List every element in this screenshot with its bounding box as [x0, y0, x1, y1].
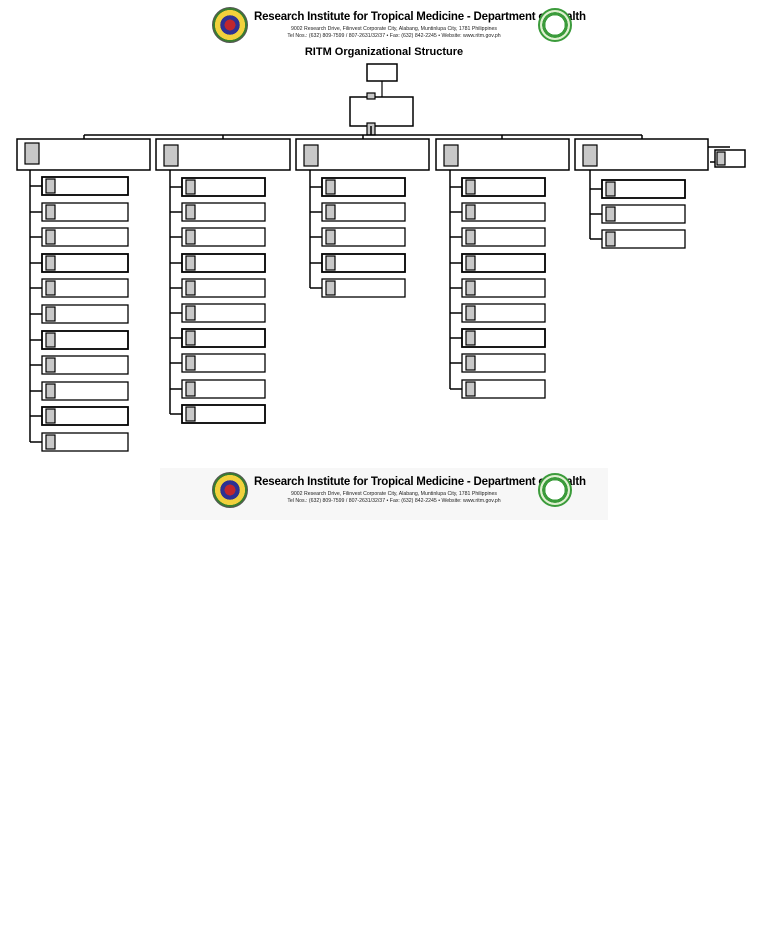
doh-seal-icon — [212, 7, 248, 43]
letterhead-top: Research Institute for Tropical Medicine… — [160, 3, 608, 55]
unit-box — [601, 179, 686, 199]
unit-box — [461, 202, 546, 222]
letterhead-address: 9002 Research Drive, Filinvest Corporate… — [291, 26, 497, 32]
unit-box — [41, 432, 129, 452]
unit-chip — [465, 305, 476, 321]
unit-chip — [605, 181, 616, 197]
unit-box — [41, 176, 129, 196]
board-box — [366, 63, 398, 82]
unit-chip — [605, 206, 616, 222]
unit-chip — [185, 355, 196, 371]
chart-title: RITM Organizational Structure — [304, 46, 464, 58]
unit-box — [601, 204, 686, 224]
unit-chip — [45, 255, 56, 271]
unit-box — [41, 381, 129, 401]
unit-chip — [185, 255, 196, 271]
unit-chip — [45, 383, 56, 399]
unit-chip — [465, 355, 476, 371]
unit-chip — [325, 204, 336, 220]
letterhead-contacts: Tel Nos.: (632) 809-7599 / 807-2631/32/3… — [287, 498, 501, 504]
unit-chip — [325, 179, 336, 195]
director-chip — [366, 92, 376, 100]
unit-box — [41, 253, 129, 273]
unit-chip — [185, 280, 196, 296]
unit-box — [181, 227, 266, 247]
unit-chip — [185, 406, 196, 422]
unit-chip — [45, 229, 56, 245]
unit-chip — [185, 330, 196, 346]
unit-box — [181, 328, 266, 348]
unit-chip — [465, 204, 476, 220]
unit-box — [461, 253, 546, 273]
unit-box — [181, 202, 266, 222]
unit-box — [181, 353, 266, 373]
unit-box — [181, 379, 266, 399]
unit-box — [181, 404, 266, 424]
division-chip — [163, 144, 179, 167]
side-chip — [716, 151, 726, 166]
unit-box — [321, 253, 406, 273]
letterhead-title: Research Institute for Tropical Medicine… — [254, 476, 586, 488]
ritm-seal-icon — [538, 8, 572, 42]
unit-chip — [465, 330, 476, 346]
unit-chip — [45, 434, 56, 450]
unit-box — [321, 227, 406, 247]
division-chip — [443, 144, 459, 167]
unit-box — [41, 355, 129, 375]
unit-chip — [325, 229, 336, 245]
division-chip — [303, 144, 319, 167]
unit-chip — [45, 306, 56, 322]
division-chip — [582, 144, 598, 167]
unit-box — [461, 303, 546, 323]
unit-chip — [45, 204, 56, 220]
unit-box — [461, 227, 546, 247]
director-box — [349, 96, 414, 127]
unit-box — [461, 278, 546, 298]
letterhead-title: Research Institute for Tropical Medicine… — [254, 11, 586, 23]
unit-box — [41, 227, 129, 247]
unit-chip — [185, 381, 196, 397]
unit-box — [461, 177, 546, 197]
unit-box — [41, 304, 129, 324]
unit-chip — [45, 178, 56, 194]
unit-box — [181, 177, 266, 197]
letterhead-contacts: Tel Nos.: (632) 809-7599 / 807-2631/32/3… — [287, 33, 501, 39]
unit-box — [41, 278, 129, 298]
unit-box — [601, 229, 686, 249]
unit-box — [41, 330, 129, 350]
unit-box — [321, 278, 406, 298]
unit-box — [41, 202, 129, 222]
unit-chip — [465, 229, 476, 245]
unit-box — [41, 406, 129, 426]
unit-chip — [45, 280, 56, 296]
unit-box — [461, 379, 546, 399]
unit-chip — [185, 305, 196, 321]
unit-chip — [45, 332, 56, 348]
unit-chip — [465, 280, 476, 296]
unit-chip — [325, 280, 336, 296]
unit-chip — [465, 179, 476, 195]
unit-box — [181, 278, 266, 298]
unit-box — [181, 253, 266, 273]
unit-box — [461, 353, 546, 373]
org-chart — [16, 63, 746, 452]
unit-chip — [45, 408, 56, 424]
letterhead-address: 9002 Research Drive, Filinvest Corporate… — [291, 491, 497, 497]
ritm-seal-icon — [538, 473, 572, 507]
unit-chip — [45, 357, 56, 373]
unit-box — [461, 328, 546, 348]
unit-chip — [185, 204, 196, 220]
unit-chip — [465, 255, 476, 271]
unit-box — [321, 202, 406, 222]
unit-box — [181, 303, 266, 323]
letterhead-bottom: Research Institute for Tropical Medicine… — [160, 468, 608, 520]
doh-seal-icon — [212, 472, 248, 508]
unit-chip — [185, 179, 196, 195]
unit-chip — [185, 229, 196, 245]
unit-chip — [605, 231, 616, 247]
unit-chip — [465, 381, 476, 397]
division-chip — [24, 142, 40, 165]
unit-chip — [325, 255, 336, 271]
unit-box — [321, 177, 406, 197]
